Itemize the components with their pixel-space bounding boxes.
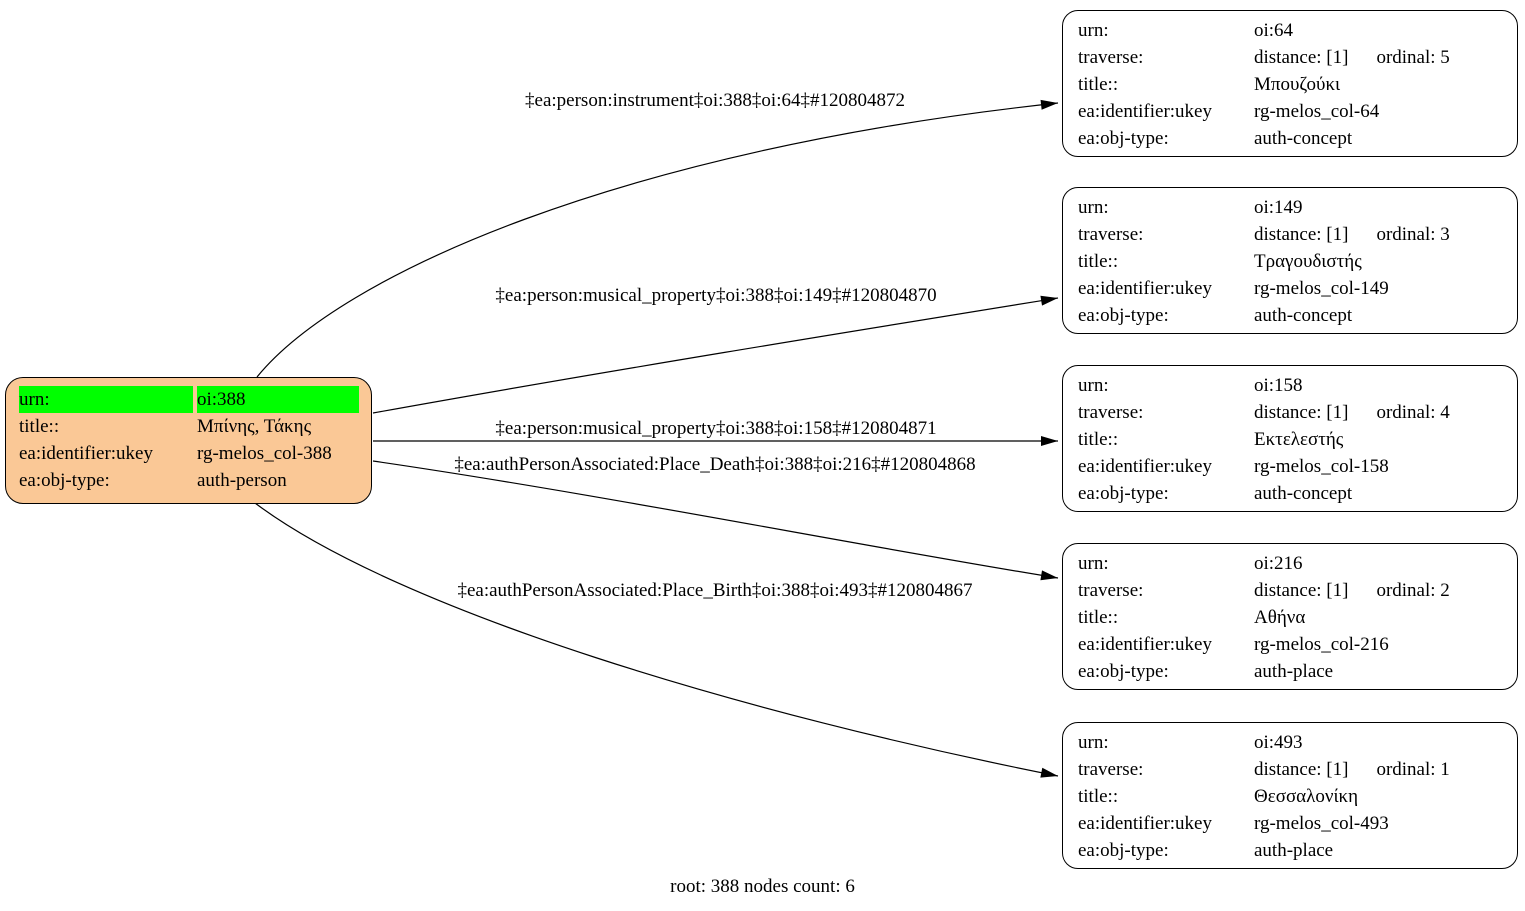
- field-value-objtype: auth-concept: [1254, 128, 1353, 149]
- root-node-oi-388[interactable]: urn: oi:388 title:: Μπίνης, Τάκης ea:ide…: [5, 377, 372, 504]
- root-ukey-value: rg-melos_col-388: [197, 443, 332, 464]
- field-label-title: title::: [1078, 786, 1119, 807]
- field-value-urn: oi:64: [1254, 20, 1294, 41]
- field-label-urn: urn:: [1078, 197, 1109, 218]
- node-oi-158[interactable]: urn: oi:158 traverse: distance: [1] ordin…: [1062, 365, 1518, 512]
- edge-person-instrument: [256, 99, 1059, 378]
- field-value-traverse: distance: [1] ordinal: 3: [1254, 221, 1507, 248]
- field-label-title: title::: [1078, 251, 1119, 272]
- field-value-objtype: auth-place: [1254, 840, 1334, 861]
- field-value-traverse: distance: [1] ordinal: 1: [1254, 756, 1507, 783]
- field-value-objtype: auth-concept: [1254, 483, 1353, 504]
- field-value-objtype: auth-concept: [1254, 305, 1353, 326]
- field-value-ukey: rg-melos_col-158: [1254, 456, 1389, 477]
- field-label-objtype: ea:obj-type:: [1078, 661, 1169, 682]
- field-value-ukey: rg-melos_col-64: [1254, 101, 1380, 122]
- root-objtype-label: ea:obj-type:: [19, 470, 110, 491]
- distance-value: distance: [1]: [1254, 759, 1349, 780]
- field-label-title: title::: [1078, 607, 1119, 628]
- field-value-title: Μπουζούκι: [1254, 74, 1341, 95]
- edge-label-musical-property-149: ‡ea:person:musical_property‡oi:388‡oi:14…: [495, 285, 937, 306]
- field-label-urn: urn:: [1078, 375, 1109, 396]
- node-oi-493[interactable]: urn: oi:493 traverse: distance: [1] ordin…: [1062, 722, 1518, 869]
- field-label-ukey: ea:identifier:ukey: [1078, 456, 1212, 477]
- edge-place-death: [372, 460, 1059, 581]
- field-value-ukey: rg-melos_col-149: [1254, 278, 1389, 299]
- field-label-urn: urn:: [1078, 732, 1109, 753]
- field-label-objtype: ea:obj-type:: [1078, 128, 1169, 149]
- node-oi-64[interactable]: urn: oi:64 traverse: distance: [1] ordina…: [1062, 10, 1518, 157]
- field-label-objtype: ea:obj-type:: [1078, 305, 1169, 326]
- field-label-ukey: ea:identifier:ukey: [1078, 813, 1212, 834]
- field-value-title: Αθήνα: [1254, 607, 1306, 628]
- distance-value: distance: [1]: [1254, 47, 1349, 68]
- graph-caption: root: 388 nodes count: 6: [670, 876, 855, 897]
- field-value-traverse: distance: [1] ordinal: 2: [1254, 577, 1507, 604]
- field-label-title: title::: [1078, 429, 1119, 450]
- node-oi-149[interactable]: urn: oi:149 traverse: distance: [1] ordin…: [1062, 187, 1518, 334]
- root-title-label: title::: [19, 416, 60, 437]
- root-urn-value: oi:388: [197, 386, 359, 413]
- field-value-title: Θεσσαλονίκη: [1254, 786, 1359, 807]
- ordinal-value: ordinal: 3: [1376, 224, 1450, 245]
- field-value-traverse: distance: [1] ordinal: 4: [1254, 399, 1507, 426]
- ordinal-value: ordinal: 5: [1376, 47, 1450, 68]
- ordinal-value: ordinal: 4: [1376, 402, 1450, 423]
- field-label-urn: urn:: [1078, 20, 1109, 41]
- root-urn-label: urn:: [19, 386, 193, 413]
- field-label-ukey: ea:identifier:ukey: [1078, 278, 1212, 299]
- field-value-urn: oi:149: [1254, 197, 1303, 218]
- field-value-urn: oi:216: [1254, 553, 1303, 574]
- edge-label-instrument: ‡ea:person:instrument‡oi:388‡oi:64‡#1208…: [525, 90, 905, 111]
- field-label-title: title::: [1078, 74, 1119, 95]
- ordinal-value: ordinal: 2: [1376, 580, 1450, 601]
- field-label-traverse: traverse:: [1078, 47, 1144, 68]
- root-ukey-label: ea:identifier:ukey: [19, 443, 153, 464]
- field-label-ukey: ea:identifier:ukey: [1078, 634, 1212, 655]
- field-value-urn: oi:493: [1254, 732, 1303, 753]
- field-value-title: Εκτελεστής: [1254, 429, 1344, 450]
- field-value-ukey: rg-melos_col-493: [1254, 813, 1389, 834]
- edge-person-musical-property-149: [372, 295, 1059, 414]
- field-label-traverse: traverse:: [1078, 759, 1144, 780]
- field-label-traverse: traverse:: [1078, 580, 1144, 601]
- field-label-urn: urn:: [1078, 553, 1109, 574]
- root-title-value: Μπίνης, Τάκης: [197, 416, 312, 437]
- field-label-objtype: ea:obj-type:: [1078, 483, 1169, 504]
- edge-label-place-birth: ‡ea:authPersonAssociated:Place_Birth‡oi:…: [457, 580, 973, 601]
- field-label-objtype: ea:obj-type:: [1078, 840, 1169, 861]
- root-objtype-value: auth-person: [197, 470, 287, 491]
- distance-value: distance: [1]: [1254, 224, 1349, 245]
- edge-label-place-death: ‡ea:authPersonAssociated:Place_Death‡oi:…: [454, 454, 976, 475]
- field-value-objtype: auth-place: [1254, 661, 1334, 682]
- distance-value: distance: [1]: [1254, 580, 1349, 601]
- field-value-traverse: distance: [1] ordinal: 5: [1254, 44, 1507, 71]
- distance-value: distance: [1]: [1254, 402, 1349, 423]
- ordinal-value: ordinal: 1: [1376, 759, 1450, 780]
- node-oi-216[interactable]: urn: oi:216 traverse: distance: [1] ordin…: [1062, 543, 1518, 690]
- field-value-title: Τραγουδιστής: [1254, 251, 1362, 272]
- edge-place-birth: [254, 502, 1059, 778]
- field-value-ukey: rg-melos_col-216: [1254, 634, 1389, 655]
- field-label-ukey: ea:identifier:ukey: [1078, 101, 1212, 122]
- field-value-urn: oi:158: [1254, 375, 1303, 396]
- field-label-traverse: traverse:: [1078, 402, 1144, 423]
- field-label-traverse: traverse:: [1078, 224, 1144, 245]
- edge-label-musical-property-158: ‡ea:person:musical_property‡oi:388‡oi:15…: [495, 418, 937, 439]
